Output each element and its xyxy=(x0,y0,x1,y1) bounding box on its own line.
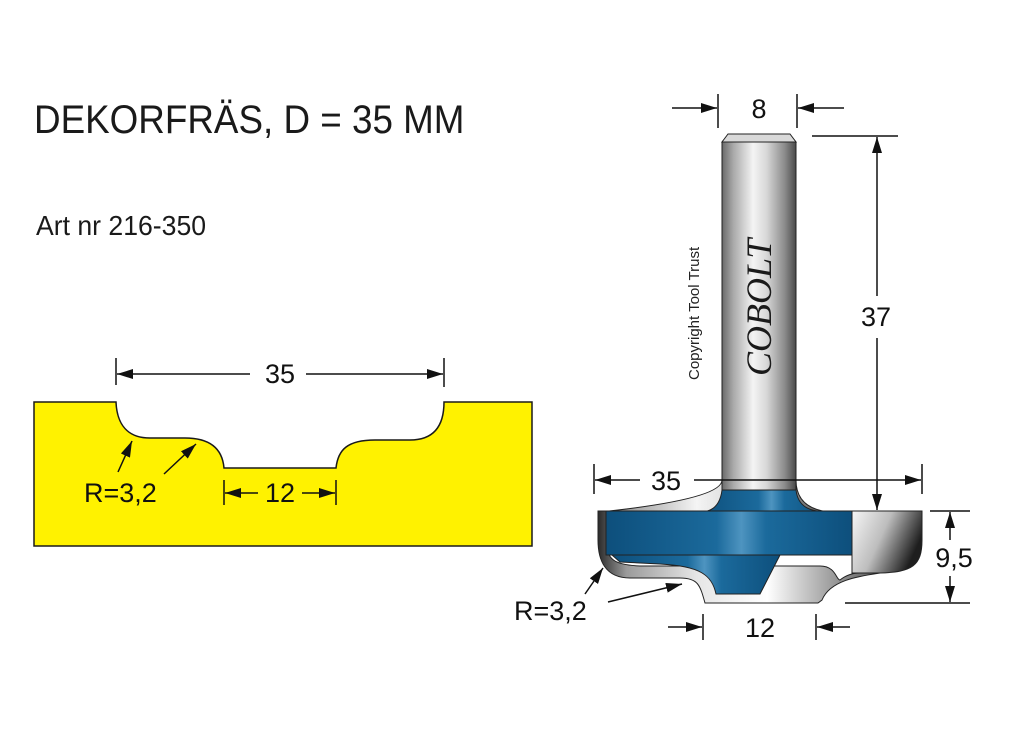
cutter-radius-label: R=3,2 xyxy=(514,596,587,626)
brand-label: COBOLT xyxy=(739,236,779,376)
profile-view: 35 12 R=3,2 xyxy=(33,358,533,547)
radius-arrow-2 xyxy=(163,443,197,475)
shank-length-label: 37 xyxy=(861,302,891,332)
radius-arrow-1 xyxy=(117,440,133,473)
profile-width-label: 35 xyxy=(265,359,295,389)
cutting-height-label: 9,5 xyxy=(935,543,973,573)
cutting-edge-right xyxy=(851,510,923,574)
copyright-label: Copyright Tool Trust xyxy=(686,246,703,380)
cutter-view: COBOLT Copyright Tool Trust 8 37 35 9,5 … xyxy=(514,94,973,643)
cutting-edge-lower xyxy=(597,510,881,604)
shank-chamfer xyxy=(721,133,797,143)
radius-arrow-c2 xyxy=(607,582,683,603)
profile-radius-label: R=3,2 xyxy=(84,478,157,508)
cutter-body xyxy=(605,510,853,556)
cutter-body-lower xyxy=(610,554,781,595)
article-number: Art nr 216-350 xyxy=(36,210,207,241)
profile-bottom-width-label: 12 xyxy=(265,478,295,508)
cutter-bottom-width-label: 12 xyxy=(745,613,775,643)
shank-diameter-label: 8 xyxy=(751,94,766,124)
page-title: DEKORFRÄS, D = 35 MM xyxy=(34,98,465,142)
radius-arrow-c1 xyxy=(584,567,604,595)
workpiece-profile xyxy=(33,401,533,547)
cutter-diameter-label: 35 xyxy=(651,466,681,496)
